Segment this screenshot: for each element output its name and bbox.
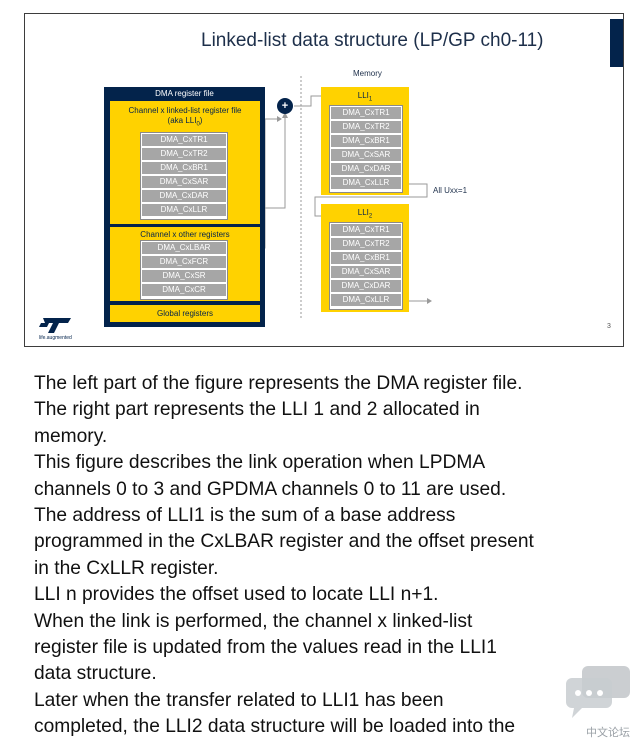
title-accent-bar — [610, 19, 623, 67]
text-line: When the link is performed, the channel … — [34, 610, 473, 632]
st-logo-icon — [39, 318, 71, 333]
lli2-block: LLI2 DMA_CxTR1 DMA_CxTR2 DMA_CxBR1 DMA_C… — [321, 204, 409, 312]
register-cell: DMA_CxSAR — [331, 266, 401, 278]
adder-icon: + — [281, 100, 289, 112]
text-line: completed, the LLI2 data structure will … — [34, 716, 516, 738]
register-cell-cxllr: DMA_CxLLR — [142, 204, 226, 216]
register-cell-cxllr: DMA_CxLLR — [331, 294, 401, 306]
slide: Linked-list data structure (LP/GP ch0-11… — [24, 13, 624, 347]
register-cell: DMA_CxBR1 — [142, 162, 226, 174]
text-line: Later when the transfer related to LLI1 … — [34, 689, 444, 711]
text-line: This figure describes the link operation… — [34, 452, 486, 474]
text-line: programmed in the CxLBAR register and th… — [34, 531, 534, 553]
chat-bubbles-icon — [566, 666, 630, 718]
uxx-label: All Uxx=1 — [433, 186, 468, 195]
register-cell: DMA_CxBR1 — [331, 252, 401, 264]
linked-list-register-stack: DMA_CxTR1 DMA_CxTR2 DMA_CxBR1 DMA_CxSAR … — [140, 132, 228, 220]
register-cell: DMA_CxDAR — [142, 190, 226, 202]
other-registers-caption: Channel x other registers — [140, 230, 230, 239]
text-line: register file is updated from the values… — [34, 637, 497, 659]
slide-title: Linked-list data structure (LP/GP ch0-11… — [201, 30, 544, 51]
linked-list-caption: Channel x linked-list register file — [128, 106, 242, 115]
register-cell: DMA_CxSAR — [331, 149, 401, 161]
watermark-text: 中文论坛 — [586, 727, 630, 739]
register-cell: DMA_CxSAR — [142, 176, 226, 188]
register-cell: DMA_CxSR — [142, 270, 226, 282]
register-cell-cxllr: DMA_CxLLR — [331, 177, 401, 189]
other-registers: Channel x other registers DMA_CxLBAR DMA… — [110, 227, 260, 301]
logo-tagline: life.augmented — [39, 335, 72, 341]
register-cell: DMA_CxTR2 — [331, 121, 401, 133]
global-registers-caption: Global registers — [156, 309, 214, 318]
register-cell: DMA_CxCR — [142, 284, 226, 296]
lli2-register-stack: DMA_CxTR1 DMA_CxTR2 DMA_CxBR1 DMA_CxSAR … — [329, 222, 403, 310]
adder-to-lli1-line — [294, 95, 321, 107]
text-line: in the CxLLR register. — [34, 557, 219, 579]
register-cell: DMA_CxBR1 — [331, 135, 401, 147]
lli1-block: LLI1 DMA_CxTR1 DMA_CxTR2 DMA_CxBR1 DMA_C… — [321, 87, 409, 195]
register-cell: DMA_CxTR1 — [331, 107, 401, 119]
global-registers: Global registers — [110, 305, 260, 322]
text-line: data structure. — [34, 663, 157, 685]
register-cell: DMA_CxTR2 — [142, 148, 226, 160]
other-register-stack: DMA_CxLBAR DMA_CxFCR DMA_CxSR DMA_CxCR — [140, 240, 228, 300]
register-cell: DMA_CxDAR — [331, 280, 401, 292]
text-line: channels 0 to 3 and GPDMA channels 0 to … — [34, 478, 507, 500]
dma-register-file-title: DMA register file — [155, 89, 214, 98]
lli2-label: LLI2 — [357, 208, 373, 220]
register-cell: DMA_CxDAR — [331, 163, 401, 175]
adder-circle — [277, 98, 293, 114]
register-cell: DMA_CxTR2 — [331, 238, 401, 250]
text-line: The left part of the figure represents t… — [34, 373, 523, 394]
text-line: The address of LLI1 is the sum of a base… — [34, 505, 456, 527]
text-line: memory. — [34, 425, 108, 447]
register-cell: DMA_CxTR1 — [142, 134, 226, 146]
linked-list-register-file: Channel x linked-list register file (aka… — [110, 101, 260, 224]
linked-list-caption-aka: (aka LLI0) — [167, 116, 203, 128]
lli1-register-stack: DMA_CxTR1 DMA_CxTR2 DMA_CxBR1 DMA_CxSAR … — [329, 105, 403, 193]
text-line: LLI n provides the offset used to locate… — [34, 584, 439, 606]
memory-label: Memory — [353, 69, 382, 78]
page-number: 3 — [607, 323, 611, 330]
register-cell: DMA_CxFCR — [142, 256, 226, 268]
register-cell: DMA_CxTR1 — [331, 224, 401, 236]
text-line: The right part represents the LLI 1 and … — [34, 399, 480, 421]
lli1-label: LLI1 — [357, 91, 373, 103]
lli1-to-lli2-line — [314, 183, 428, 217]
description-text: The left part of the figure represents t… — [34, 371, 624, 741]
register-cell-cxlbar: DMA_CxLBAR — [142, 242, 226, 254]
